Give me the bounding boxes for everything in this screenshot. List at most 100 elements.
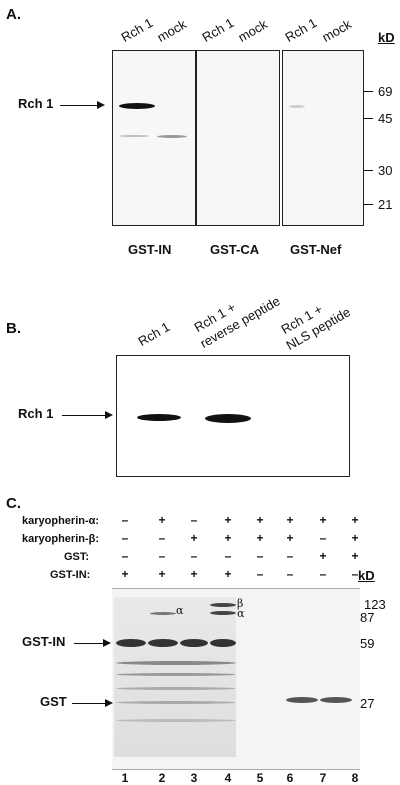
lower-band	[116, 701, 236, 704]
panel-c-letter: C.	[6, 495, 21, 512]
sign-cell: –	[256, 549, 264, 563]
lane-number-2: 2	[158, 771, 166, 785]
sign-cell: –	[158, 531, 166, 545]
arrow-icon	[62, 409, 113, 421]
sign-cell: +	[190, 567, 198, 581]
faint-band	[119, 135, 149, 137]
marker-87: 87	[360, 610, 375, 625]
sign-cell: –	[121, 513, 129, 527]
sign-cell: +	[319, 549, 327, 563]
gst-in-band	[210, 639, 236, 647]
caption-gst-ca: GST-CA	[210, 242, 260, 257]
marker-59: 59	[360, 636, 375, 651]
sign-cell: –	[351, 567, 359, 581]
panel-a-kd-label: kD	[378, 30, 395, 45]
cond-label-gst-in: GST-IN:	[50, 569, 91, 581]
marker-45: 45	[378, 111, 393, 126]
marker-tick	[363, 170, 373, 171]
lane-number-3: 3	[190, 771, 198, 785]
marker-tick	[363, 204, 373, 205]
gst-in-label: GST-IN	[22, 634, 66, 649]
lane-number-5: 5	[256, 771, 264, 785]
gst-in-band	[116, 639, 146, 647]
sign-cell: –	[286, 549, 294, 563]
lower-band	[116, 687, 236, 690]
sign-cell: –	[121, 549, 129, 563]
sign-cell: +	[286, 531, 294, 545]
sign-cell: +	[224, 513, 232, 527]
lower-band	[116, 673, 236, 676]
gst-in-band	[148, 639, 178, 647]
arrow-icon	[72, 697, 113, 709]
sign-cell: +	[121, 567, 129, 581]
lane-number-6: 6	[286, 771, 294, 785]
sign-cell: –	[224, 549, 232, 563]
marker-69: 69	[378, 84, 393, 99]
cond-label-gst: GST:	[64, 551, 90, 563]
lane-label-a1: Rch 1	[118, 15, 156, 45]
sign-cell: +	[224, 531, 232, 545]
karyopherin-alpha-band	[150, 612, 176, 615]
sign-cell: +	[351, 531, 359, 545]
lower-band	[116, 661, 236, 665]
sign-cell: –	[319, 531, 327, 545]
rch1-band-gst-in	[119, 103, 155, 109]
sign-cell: –	[190, 549, 198, 563]
rch1-band-b2	[205, 414, 251, 423]
sign-cell: +	[190, 531, 198, 545]
gst-band	[320, 697, 352, 703]
cond-label-kap-alpha: karyopherin-α:	[22, 515, 100, 527]
panel-b-letter: B.	[6, 320, 21, 337]
karyopherin-alpha-band	[210, 611, 236, 615]
sign-cell: +	[256, 513, 264, 527]
panel-c-kd-label: kD	[358, 568, 375, 583]
lane-label-a4: mock	[235, 16, 270, 45]
sign-cell: –	[256, 567, 264, 581]
cond-label-kap-beta: karyopherin-β:	[22, 533, 100, 545]
gst-label: GST	[40, 694, 67, 709]
lane-number-8: 8	[351, 771, 359, 785]
sign-cell: +	[319, 513, 327, 527]
sign-cell: +	[351, 513, 359, 527]
alpha-label-lane2: α	[176, 604, 184, 617]
lane-label-a3: Rch 1	[199, 15, 237, 45]
panel-b-band-label: Rch 1	[18, 406, 54, 421]
faint-band	[289, 105, 305, 108]
marker-21: 21	[378, 197, 393, 212]
blot-gst-in	[112, 50, 196, 226]
arrow-icon	[74, 637, 111, 649]
marker-27: 27	[360, 696, 375, 711]
sign-cell: +	[351, 549, 359, 563]
lane-label-a5: Rch 1	[282, 15, 320, 45]
sign-cell: –	[190, 513, 198, 527]
sign-cell: +	[224, 567, 232, 581]
sign-cell: +	[158, 567, 166, 581]
lower-band	[116, 719, 236, 722]
karyopherin-beta-band	[210, 603, 236, 607]
lane-number-1: 1	[121, 771, 129, 785]
marker-30: 30	[378, 163, 393, 178]
sign-cell: –	[319, 567, 327, 581]
sign-cell: +	[256, 531, 264, 545]
marker-tick	[363, 91, 373, 92]
panel-a-letter: A.	[6, 6, 21, 23]
sign-cell: –	[121, 531, 129, 545]
lane-label-a6: mock	[319, 16, 354, 45]
alpha-label-lane4: α	[237, 607, 245, 620]
gel-panel-c	[112, 588, 360, 770]
lane-label-b1: Rch 1	[135, 319, 173, 349]
sign-cell: +	[158, 513, 166, 527]
blot-panel-b	[116, 355, 350, 477]
caption-gst-in: GST-IN	[128, 242, 172, 257]
marker-123: 123	[364, 597, 386, 612]
faint-band	[157, 135, 187, 138]
panel-a-band-label: Rch 1	[18, 96, 54, 111]
lanes-1-4-background	[114, 597, 236, 757]
arrow-icon	[60, 99, 105, 111]
gst-band	[286, 697, 318, 703]
lane-label-a2: mock	[154, 16, 189, 45]
marker-tick	[363, 118, 373, 119]
gst-in-band	[180, 639, 208, 647]
caption-gst-nef: GST-Nef	[290, 242, 342, 257]
rch1-band-b1	[137, 414, 181, 421]
